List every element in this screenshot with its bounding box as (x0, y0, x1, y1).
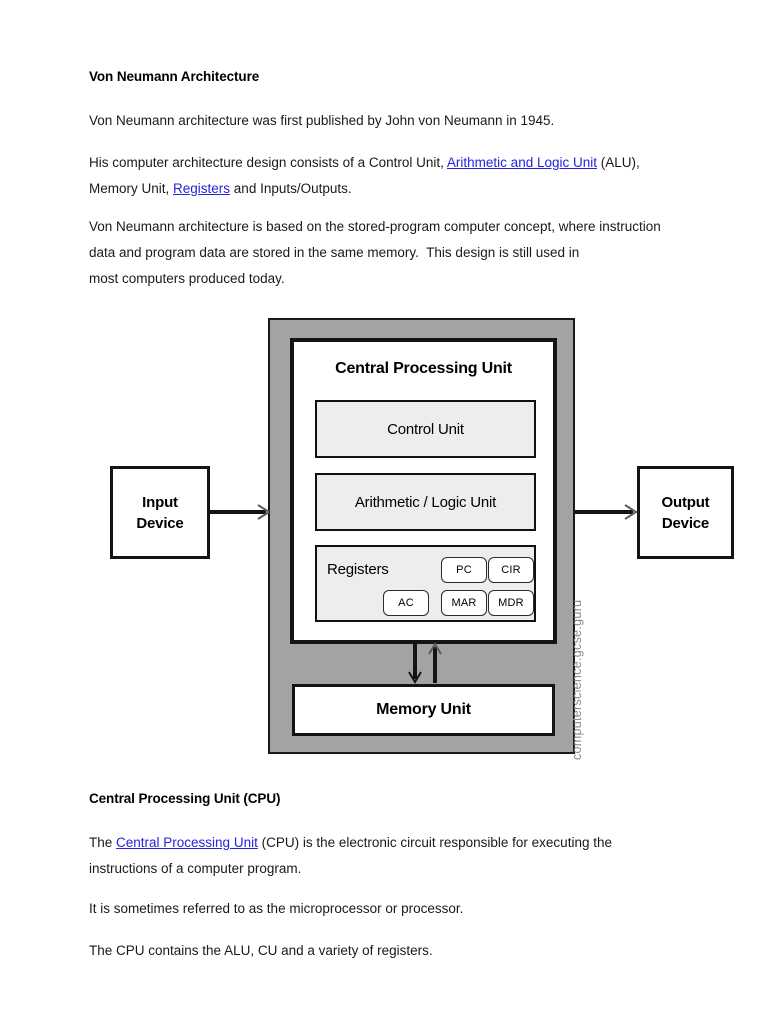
paragraph-line: The CPU contains the ALU, CU and a varie… (89, 943, 433, 958)
system-shell: Central Processing Unit Control Unit Ari… (268, 318, 575, 754)
link-central-processing-unit[interactable]: Central Processing Unit (116, 835, 258, 850)
arrow-right-icon (210, 504, 271, 520)
paragraph-line: It is sometimes referred to as the micro… (89, 901, 464, 916)
paragraph-line: Von Neumann architecture was first publi… (89, 113, 555, 128)
register-chip-ac: AC (383, 590, 429, 616)
arrow-right-icon (575, 504, 638, 520)
output-device-label-line2: Device (661, 514, 710, 532)
register-chip-cir: CIR (488, 557, 534, 583)
link-registers[interactable]: Registers (173, 181, 231, 196)
register-chip-pc: PC (441, 557, 487, 583)
paragraph-text: (ALU), (597, 155, 640, 170)
arrow-down-icon (407, 643, 423, 684)
input-device-box: Input Device (110, 466, 210, 559)
paragraph-line: data and program data are stored in the … (89, 245, 580, 260)
cpu-title: Central Processing Unit (335, 360, 512, 377)
arithmetic-logic-unit-box: Arithmetic / Logic Unit (315, 473, 536, 531)
paragraph-line: Memory Unit, Registers and Inputs/Output… (89, 176, 640, 202)
arrow-up-icon (427, 642, 443, 683)
paragraph-line: most computers produced today. (89, 271, 285, 286)
paragraph-line: instructions of a computer program. (89, 861, 302, 876)
von-neumann-architecture-diagram: Central Processing Unit Control Unit Ari… (268, 318, 575, 754)
paragraph-cpu-contains: The CPU contains the ALU, CU and a varie… (89, 938, 433, 964)
paragraph-line: The Central Processing Unit (CPU) is the… (89, 830, 612, 856)
paragraph-microprocessor: It is sometimes referred to as the micro… (89, 896, 463, 922)
paragraph-line: His computer architecture design consist… (89, 150, 640, 176)
paragraph-text: Memory Unit, (89, 181, 174, 196)
paragraph-intro: Von Neumann architecture was first publi… (89, 108, 554, 134)
watermark-text: computerscience.gcse.guru (570, 599, 584, 760)
cpu-container: Central Processing Unit Control Unit Ari… (290, 338, 557, 644)
output-device-label-line1: Output (661, 493, 710, 511)
section-heading-cpu: Central Processing Unit (CPU) (89, 791, 281, 806)
paragraph-text: and Inputs/Outputs. (230, 181, 352, 196)
paragraph-line: Von Neumann architecture is based on the… (89, 219, 661, 234)
control-unit-box: Control Unit (315, 400, 536, 458)
register-chip-mdr: MDR (488, 590, 534, 616)
memory-unit-box: Memory Unit (292, 684, 555, 736)
page-title: Von Neumann Architecture (89, 69, 260, 84)
paragraph-text: (CPU) is the electronic circuit responsi… (257, 835, 612, 850)
input-device-label-line1: Input (142, 493, 178, 511)
paragraph-text: The (89, 835, 117, 850)
paragraph-text: His computer architecture design consist… (89, 155, 447, 170)
link-arithmetic-and-logic-unit[interactable]: Arithmetic and Logic Unit (446, 155, 597, 170)
paragraph-components: His computer architecture design consist… (89, 150, 640, 202)
output-device-box: Output Device (637, 466, 734, 559)
registers-box: Registers PC CIR AC MAR MDR (315, 545, 536, 622)
registers-label: Registers (327, 561, 389, 578)
paragraph-cpu-definition: The Central Processing Unit (CPU) is the… (89, 830, 612, 882)
input-device-label-line2: Device (136, 514, 184, 532)
paragraph-stored-program: Von Neumann architecture is based on the… (89, 214, 661, 292)
register-chip-mar: MAR (441, 590, 487, 616)
